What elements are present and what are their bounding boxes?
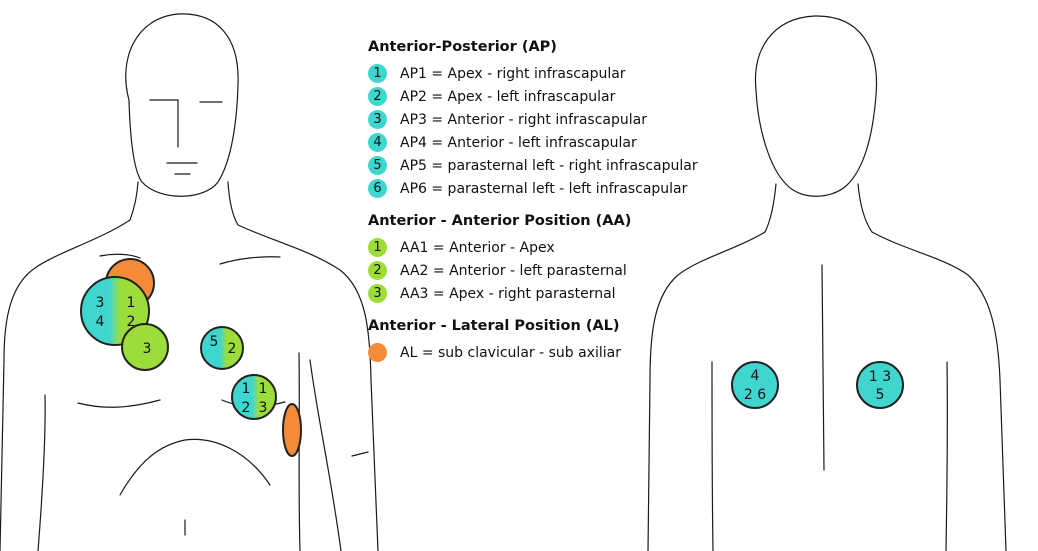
badge-icon: 6	[368, 179, 387, 198]
legend-item-ap4: 4 AP4 = Anterior - left infrascapular	[368, 131, 788, 154]
legend-group-aa: Anterior - Anterior Position (AA) 1 AA1 …	[368, 212, 788, 305]
badge-icon: 4	[368, 133, 387, 152]
badge-icon: 3	[368, 110, 387, 129]
pad-ap5-aa2: 5 2	[201, 327, 243, 369]
pad-label: 1	[127, 295, 136, 311]
legend-title-al: Anterior - Lateral Position (AL)	[368, 317, 788, 335]
front-body-outline	[0, 14, 378, 551]
legend-item-ap1: 1 AP1 = Apex - right infrascapular	[368, 62, 788, 85]
legend-text: AP4 = Anterior - left infrascapular	[400, 135, 637, 151]
legend-item-aa3: 3 AA3 = Apex - right parasternal	[368, 282, 788, 305]
legend-item-ap3: 3 AP3 = Anterior - right infrascapular	[368, 108, 788, 131]
legend: Anterior-Posterior (AP) 1 AP1 = Apex - r…	[368, 38, 788, 376]
pad-back-right: 1 3 5	[857, 362, 903, 408]
badge-icon: 5	[368, 156, 387, 175]
legend-group-ap: Anterior-Posterior (AP) 1 AP1 = Apex - r…	[368, 38, 788, 200]
legend-title-aa: Anterior - Anterior Position (AA)	[368, 212, 788, 230]
badge-icon: 3	[368, 284, 387, 303]
pad-aa3: 3	[122, 324, 168, 370]
legend-item-aa1: 1 AA1 = Anterior - Apex	[368, 236, 788, 259]
legend-text: AA1 = Anterior - Apex	[400, 240, 555, 256]
legend-item-al: AL = sub clavicular - sub axiliar	[368, 341, 788, 364]
legend-item-ap5: 5 AP5 = parasternal left - right infrasc…	[368, 154, 788, 177]
pad-label: 5	[210, 334, 219, 350]
pad-label: 2	[228, 341, 237, 357]
legend-text: AL = sub clavicular - sub axiliar	[400, 345, 621, 361]
pad-label: 3	[259, 400, 268, 416]
legend-text: AP6 = parasternal left - left infrascapu…	[400, 181, 687, 197]
legend-text: AP3 = Anterior - right infrascapular	[400, 112, 647, 128]
legend-title-ap: Anterior-Posterior (AP)	[368, 38, 788, 56]
legend-text: AA2 = Anterior - left parasternal	[400, 263, 627, 279]
pad-label: 1	[259, 381, 268, 397]
legend-item-ap6: 6 AP6 = parasternal left - left infrasca…	[368, 177, 788, 200]
pad-label: 1 3	[869, 369, 891, 385]
badge-icon: 1	[368, 64, 387, 83]
pad-label: 2 6	[744, 387, 766, 403]
legend-text: AA3 = Apex - right parasternal	[400, 286, 616, 302]
pad-label: 5	[876, 387, 885, 403]
pad-label: 4	[96, 314, 105, 330]
legend-group-al: Anterior - Lateral Position (AL) AL = su…	[368, 317, 788, 364]
legend-item-aa2: 2 AA2 = Anterior - left parasternal	[368, 259, 788, 282]
pad-label: 2	[242, 400, 251, 416]
badge-icon: 1	[368, 238, 387, 257]
pad-label: 3	[143, 341, 152, 357]
badge-icon: 2	[368, 87, 387, 106]
pad-al-subaxillar	[283, 404, 301, 456]
legend-text: AP2 = Apex - left infrascapular	[400, 89, 615, 105]
badge-icon: 2	[368, 261, 387, 280]
badge-icon	[368, 343, 387, 362]
pad-label: 3	[96, 295, 105, 311]
pad-label: 1	[242, 381, 251, 397]
legend-text: AP1 = Apex - right infrascapular	[400, 66, 626, 82]
legend-item-ap2: 2 AP2 = Apex - left infrascapular	[368, 85, 788, 108]
pad-apex: 1 1 2 3	[232, 375, 276, 419]
legend-text: AP5 = parasternal left - right infrascap…	[400, 158, 698, 174]
